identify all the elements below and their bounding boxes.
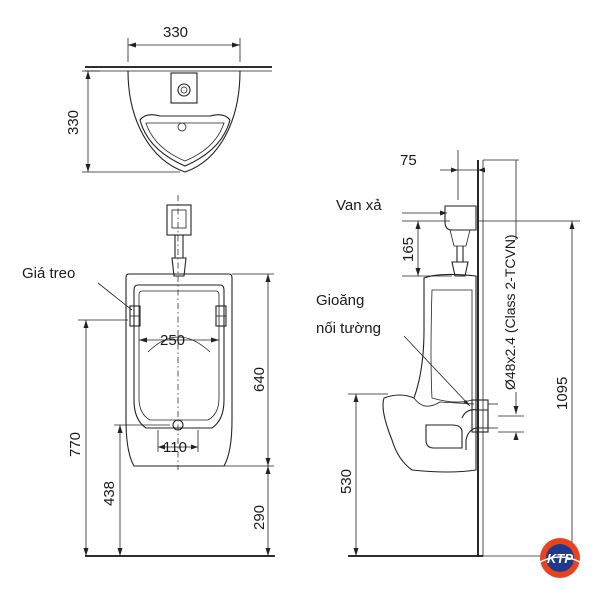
outlet-width-dim: 110	[163, 439, 187, 456]
dim-arrow	[353, 394, 359, 402]
pipe-spec: Ø48x2.4 (Class 2-TCVN)	[502, 234, 518, 390]
dim-arrow	[415, 221, 421, 229]
dim-arrow	[85, 71, 91, 79]
dim-arrow	[158, 444, 165, 450]
side-spud	[451, 261, 469, 277]
side-valve	[444, 205, 477, 231]
side-lip	[413, 397, 475, 407]
top-valve-circle-inner	[180, 86, 188, 94]
valve-label: Van xả	[336, 197, 382, 214]
top-drain	[177, 122, 187, 132]
front-outlet	[172, 419, 184, 431]
top-view: 330 330	[65, 24, 272, 173]
front-view: Giá treo 250 110 640 290 770	[22, 195, 275, 557]
logo-swoosh	[539, 556, 581, 563]
dim-arrow	[265, 466, 271, 474]
top-basin	[139, 114, 231, 167]
inlet-height-dim: 1095	[554, 377, 571, 410]
front-bowl-outer	[133, 284, 225, 429]
logo-text: KTP	[547, 551, 573, 566]
gasket-label-line1: Gioăng	[316, 292, 364, 309]
offset-dim: 75	[400, 152, 417, 169]
top-valve	[170, 72, 198, 104]
valve-height-dim: 165	[400, 237, 417, 262]
side-view: 75 Van xả 165 Gioăng nối tường Ø48x2.4 (	[316, 150, 580, 557]
dim-arrow	[232, 42, 240, 48]
gasket-leader	[403, 335, 471, 407]
dim-arrow	[83, 548, 89, 556]
outlet-height-dim: 438	[101, 481, 118, 506]
dim-arrow	[117, 425, 123, 433]
dim-arrow	[265, 274, 271, 282]
gasket-label-line2: nối tường	[316, 320, 381, 337]
front-bowl-inner	[138, 290, 220, 421]
leader-arrow	[440, 210, 447, 216]
mount-height-dim: 770	[67, 432, 84, 457]
dim-arrow	[265, 548, 271, 556]
dim-arrow	[265, 458, 271, 466]
dim-arrow	[451, 167, 458, 173]
dim-arrow	[139, 337, 147, 343]
dim-arrow	[415, 268, 421, 276]
brand-logo: KTP	[539, 538, 581, 578]
side-outlet	[461, 409, 489, 450]
dim-arrow	[569, 221, 575, 229]
dim-arrow	[211, 337, 219, 343]
top-basin-inner	[145, 122, 225, 162]
dim-arrow	[513, 432, 519, 440]
front-valve-inner	[171, 209, 187, 229]
dim-arrow	[117, 548, 123, 556]
dim-arrow	[128, 42, 136, 48]
dim-arrow	[353, 548, 359, 556]
top-depth-dim: 330	[65, 110, 82, 135]
dim-arrow	[85, 164, 91, 172]
logo-inner	[546, 544, 574, 572]
dim-arrow	[191, 444, 198, 450]
top-valve-circle	[177, 83, 191, 97]
side-body	[382, 273, 477, 473]
side-wall-flange	[471, 399, 489, 433]
front-valve	[166, 204, 192, 236]
height-dim: 640	[251, 367, 268, 392]
front-inner-arc	[147, 336, 211, 353]
hanger-leader	[97, 282, 133, 311]
top-bowl-outline	[127, 70, 241, 173]
bottom-height-dim: 290	[251, 505, 268, 530]
leader-arrow	[463, 400, 470, 406]
side-valve-neck	[449, 229, 471, 247]
inner-width-dim: 250	[160, 332, 185, 349]
front-body	[125, 273, 233, 467]
hanger-label: Giá treo	[22, 265, 75, 282]
dim-arrow	[478, 167, 485, 173]
front-spud	[171, 257, 187, 277]
dim-arrow	[83, 320, 89, 328]
dim-arrow	[513, 406, 519, 414]
side-bowl-back	[430, 289, 473, 403]
side-trap	[425, 424, 463, 449]
lip-height-dim: 530	[338, 469, 355, 494]
top-width-dim: 330	[163, 24, 188, 41]
